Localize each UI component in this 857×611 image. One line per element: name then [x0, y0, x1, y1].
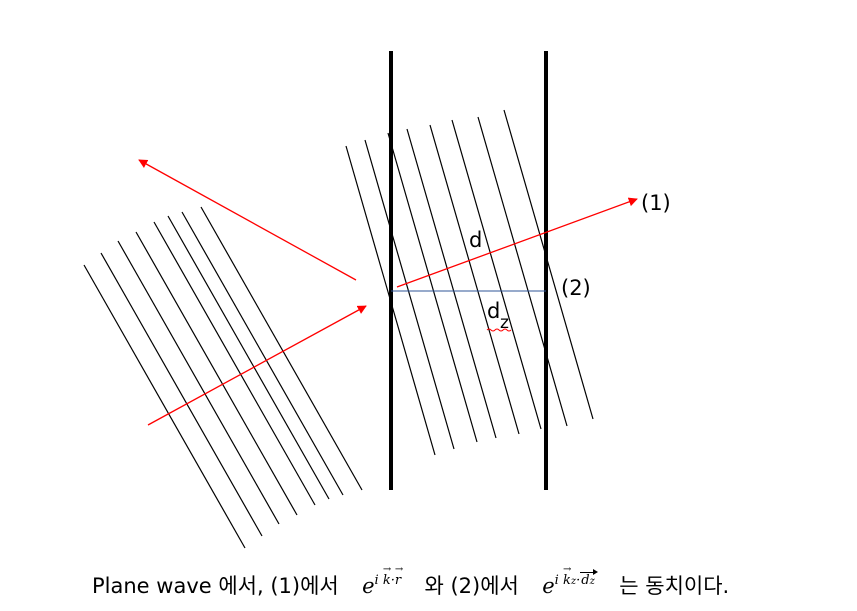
caption-suffix: 는 동치이다.	[619, 574, 730, 598]
incident-ray	[147, 305, 367, 426]
phase1-dot: ·	[390, 573, 395, 588]
phase-expression-2: ei kz·dz	[542, 564, 598, 598]
spellcheck-underline	[486, 328, 512, 332]
phase2-k: k	[563, 564, 571, 588]
phase2-dot: ·	[576, 573, 581, 588]
label-d: d	[469, 228, 482, 252]
phase1-r: r	[395, 564, 404, 588]
phase-expression-1: ei k·r	[362, 564, 404, 598]
label-ray-1: (1)	[641, 191, 671, 215]
incident-wavefront-2	[100, 252, 263, 537]
incident-wavefront-8	[200, 206, 363, 491]
phase2-ksub: z	[570, 576, 577, 587]
phase1-k: k	[383, 564, 391, 588]
rays	[138, 159, 638, 426]
transmitted-wavefronts	[345, 109, 594, 456]
transmitted-wavefront-4	[406, 128, 497, 439]
phase2-dsub: z	[589, 576, 595, 587]
incident-wavefront-7	[181, 211, 344, 496]
incident-wavefront-5	[153, 221, 316, 506]
label-dz: d z	[486, 299, 512, 333]
caption-prefix: Plane wave 에서, (1)에서	[92, 574, 339, 598]
transmitted-wavefront-5	[429, 124, 520, 435]
incident-wavefronts	[83, 206, 363, 549]
phase2-d: d	[581, 573, 590, 588]
transmitted-wavefront-3	[387, 132, 478, 443]
caption-middle: 와 (2)에서	[424, 574, 519, 598]
transmitted-wavefront-8	[503, 109, 594, 420]
incident-wavefront-6	[167, 215, 330, 500]
refracted-ray	[396, 197, 638, 288]
incident-wavefront-3	[117, 240, 280, 525]
label-ray-2: (2)	[561, 276, 591, 300]
incident-wavefront-1	[83, 264, 246, 549]
incident-wavefront-4	[135, 231, 298, 516]
transmitted-wavefront-7	[477, 116, 568, 427]
transmitted-wavefront-2	[364, 139, 455, 450]
reflected-ray	[138, 159, 357, 281]
caption: Plane wave 에서, (1)에서 ei k·r 와 (2)에서 ei k…	[92, 564, 730, 600]
phase2-base: e	[542, 574, 555, 598]
phase2-dvec: dz	[580, 569, 598, 588]
transmitted-wavefront-6	[451, 119, 542, 430]
phase2-i: i	[554, 573, 559, 588]
label-dz-base: d	[487, 299, 500, 323]
phase1-base: e	[362, 574, 375, 598]
phase1-i: i	[374, 573, 379, 588]
label-dz-sub: z	[500, 313, 509, 333]
